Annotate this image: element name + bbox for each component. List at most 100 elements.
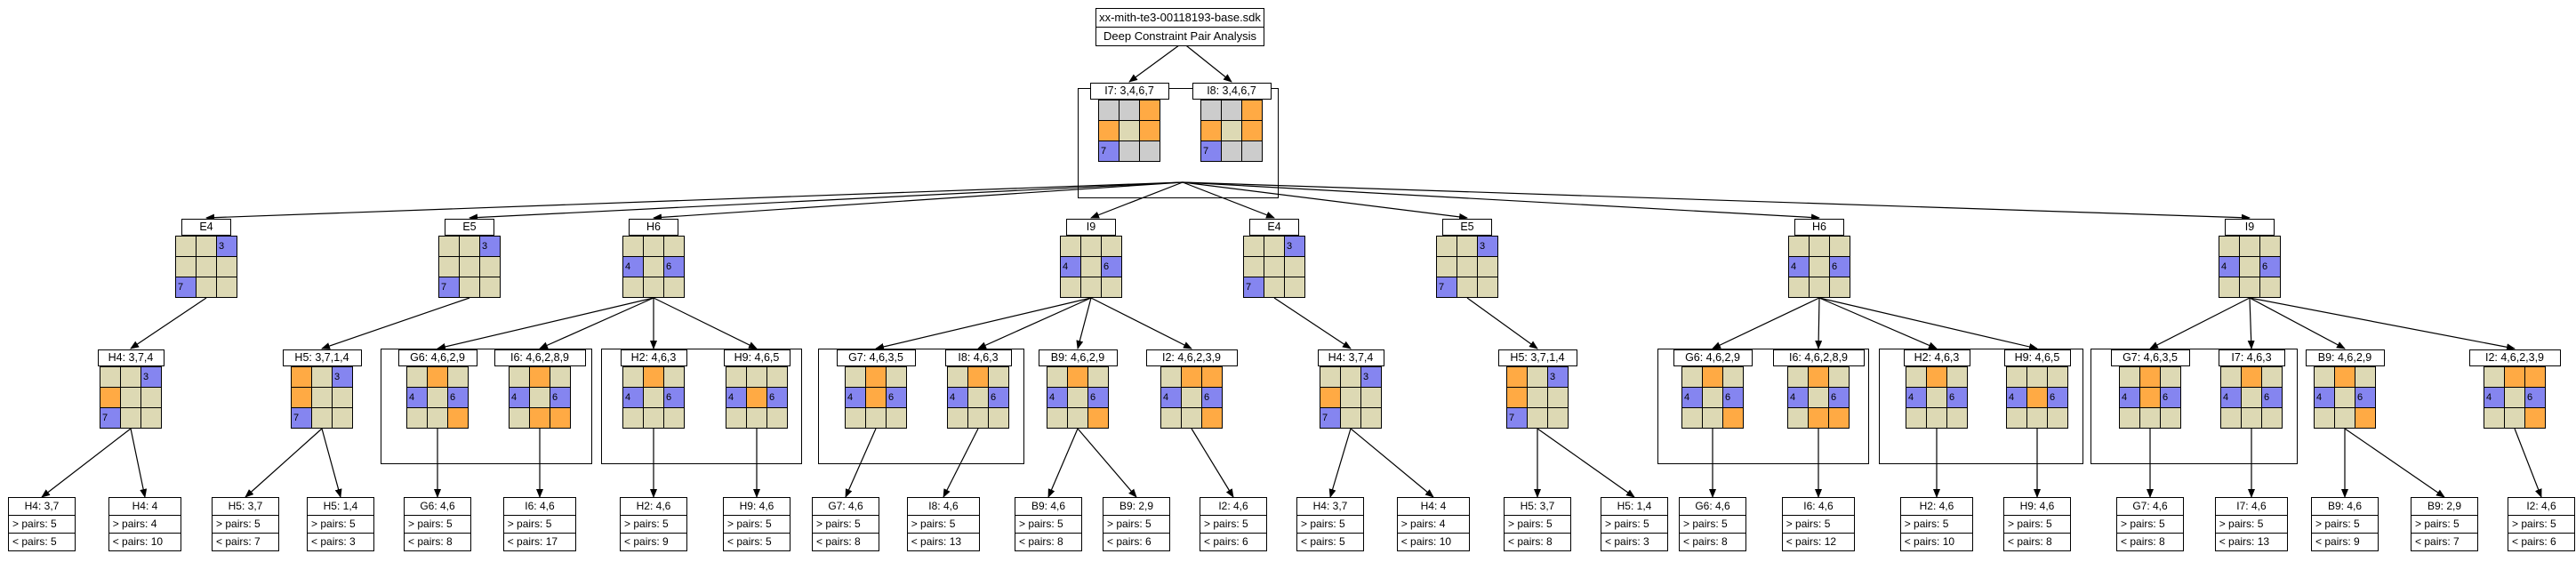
grid-cell xyxy=(197,257,216,277)
puzzle-filename: xx-mith-te3-00118193-base.sdk xyxy=(1099,11,1261,24)
grid-cell xyxy=(948,367,967,387)
leaf-node: H9: 4,6> pairs: 5< pairs: 5 xyxy=(723,497,790,551)
grid-cell xyxy=(1830,237,1850,256)
level3-node-label: H2: 4,6,3 xyxy=(620,349,687,366)
leaf-greater-pairs: > pairs: 5 xyxy=(2312,515,2378,533)
leaf-less-pairs: < pairs: 8 xyxy=(1680,533,1745,550)
grid-cell xyxy=(1829,408,1849,428)
grid-cell: 4 xyxy=(623,257,643,277)
leaf-title: H4: 3,7 xyxy=(1312,500,1348,512)
level1-node-label: I8: 3,4,6,7 xyxy=(1192,83,1272,100)
grid-cell xyxy=(1830,277,1850,297)
leaf-node: H9: 4,6> pairs: 5< pairs: 8 xyxy=(2003,497,2071,551)
level3-node-label: G6: 4,6,2,9 xyxy=(397,349,477,366)
leaf-less-pairs: < pairs: 8 xyxy=(813,533,879,550)
level2-node-label: I9 xyxy=(1066,219,1116,236)
grid-cell xyxy=(1788,408,1808,428)
leaf-less-pairs: < pairs: 7 xyxy=(213,533,278,550)
grid-cell xyxy=(1119,141,1139,161)
grid-cell xyxy=(1810,237,1829,256)
leaf-title: H5: 1,4 xyxy=(1617,500,1652,512)
level3-node-label: G7: 4,6,3,5 xyxy=(836,349,916,366)
grid-cell xyxy=(1478,257,1497,277)
tree-edge xyxy=(1191,428,1234,498)
grid-cell: 6 xyxy=(664,388,684,407)
grid-cell xyxy=(1099,121,1119,140)
grid-cell xyxy=(1222,141,1241,161)
level3-node-label: H2: 4,6,3 xyxy=(1903,349,1970,366)
grid-cell xyxy=(121,388,140,407)
grid-cell xyxy=(1810,257,1829,277)
tree-edge xyxy=(437,297,654,350)
grid-cell xyxy=(1809,388,1828,407)
leaf-node: B9: 4,6> pairs: 5< pairs: 9 xyxy=(2311,497,2379,551)
grid-cell xyxy=(1341,408,1360,428)
leaf-less-pairs: < pairs: 17 xyxy=(503,533,576,550)
leaf-title: G6: 4,6 xyxy=(420,500,455,512)
leaf-greater-pairs: > pairs: 5 xyxy=(1200,515,1266,533)
leaf-node: I6: 4,6> pairs: 5< pairs: 17 xyxy=(502,497,577,551)
grid-cell xyxy=(1242,100,1262,120)
grid-cell xyxy=(480,257,500,277)
grid-cell xyxy=(644,277,663,297)
grid-cell: 4 xyxy=(2484,388,2504,407)
grid-cell xyxy=(726,408,746,428)
grid-cell: 3 xyxy=(141,367,161,387)
grid-cell xyxy=(747,367,766,387)
grid-cell xyxy=(1829,367,1849,387)
leaf-less-pairs: < pairs: 8 xyxy=(1505,533,1570,550)
grid-cell: 4 xyxy=(510,388,529,407)
leaf-greater-pairs: > pairs: 5 xyxy=(9,515,75,533)
grid-cell: 4 xyxy=(1061,257,1080,277)
grid-cell: 7 xyxy=(1244,277,1264,297)
grid-cell xyxy=(1102,237,1121,256)
level3-node-label: H9: 4,6,5 xyxy=(723,349,790,366)
grid-cell xyxy=(1068,388,1087,407)
leaf-title: B9: 4,6 xyxy=(2327,500,2363,512)
tree-edge xyxy=(321,428,342,498)
grid-cell xyxy=(460,257,479,277)
grid-cell: 6 xyxy=(448,388,468,407)
leaf-greater-pairs: > pairs: 5 xyxy=(213,515,278,533)
grid-cell: 6 xyxy=(1202,388,1222,407)
grid-cell xyxy=(1361,408,1381,428)
leaf-title: H4: 4 xyxy=(132,500,158,512)
level3-node-label: I2: 4,6,2,3,9 xyxy=(1145,349,1238,366)
grid-cell xyxy=(2505,408,2524,428)
leaf-less-pairs: < pairs: 13 xyxy=(2215,533,2288,550)
grid-cell xyxy=(2007,367,2026,387)
grid-cell xyxy=(439,237,459,256)
tree-edge xyxy=(1090,297,1192,349)
level3-node-label: G7: 4,6,3,5 xyxy=(2110,349,2190,366)
leaf-less-pairs: < pairs: 6 xyxy=(2508,533,2574,550)
grid-cell xyxy=(1202,367,1222,387)
grid-cell xyxy=(1703,367,1722,387)
grid-cell xyxy=(2140,388,2160,407)
tree-edge xyxy=(1090,181,1184,219)
grid-cell xyxy=(312,367,332,387)
grid-cell xyxy=(2242,367,2261,387)
grid-cell xyxy=(530,388,550,407)
leaf-less-pairs: < pairs: 10 xyxy=(108,533,181,550)
group-box xyxy=(1879,349,2083,464)
grid-cell xyxy=(2240,237,2259,256)
leaf-greater-pairs: > pairs: 5 xyxy=(308,515,373,533)
leaf-node: H5: 1,4> pairs: 5< pairs: 3 xyxy=(307,497,374,551)
leaf-less-pairs: < pairs: 6 xyxy=(1200,533,1266,550)
leaf-title: H2: 4,6 xyxy=(1919,500,1954,512)
grid-cell xyxy=(1201,100,1221,120)
grid-cell xyxy=(428,367,447,387)
grid-cell xyxy=(887,408,906,428)
grid-cell: 6 xyxy=(1102,257,1121,277)
grid-cell: 6 xyxy=(1088,388,1108,407)
grid-cell xyxy=(460,277,479,297)
grid-cell xyxy=(1320,367,1340,387)
leaf-greater-pairs: > pairs: 5 xyxy=(1505,515,1570,533)
leaf-greater-pairs: > pairs: 4 xyxy=(108,515,181,533)
